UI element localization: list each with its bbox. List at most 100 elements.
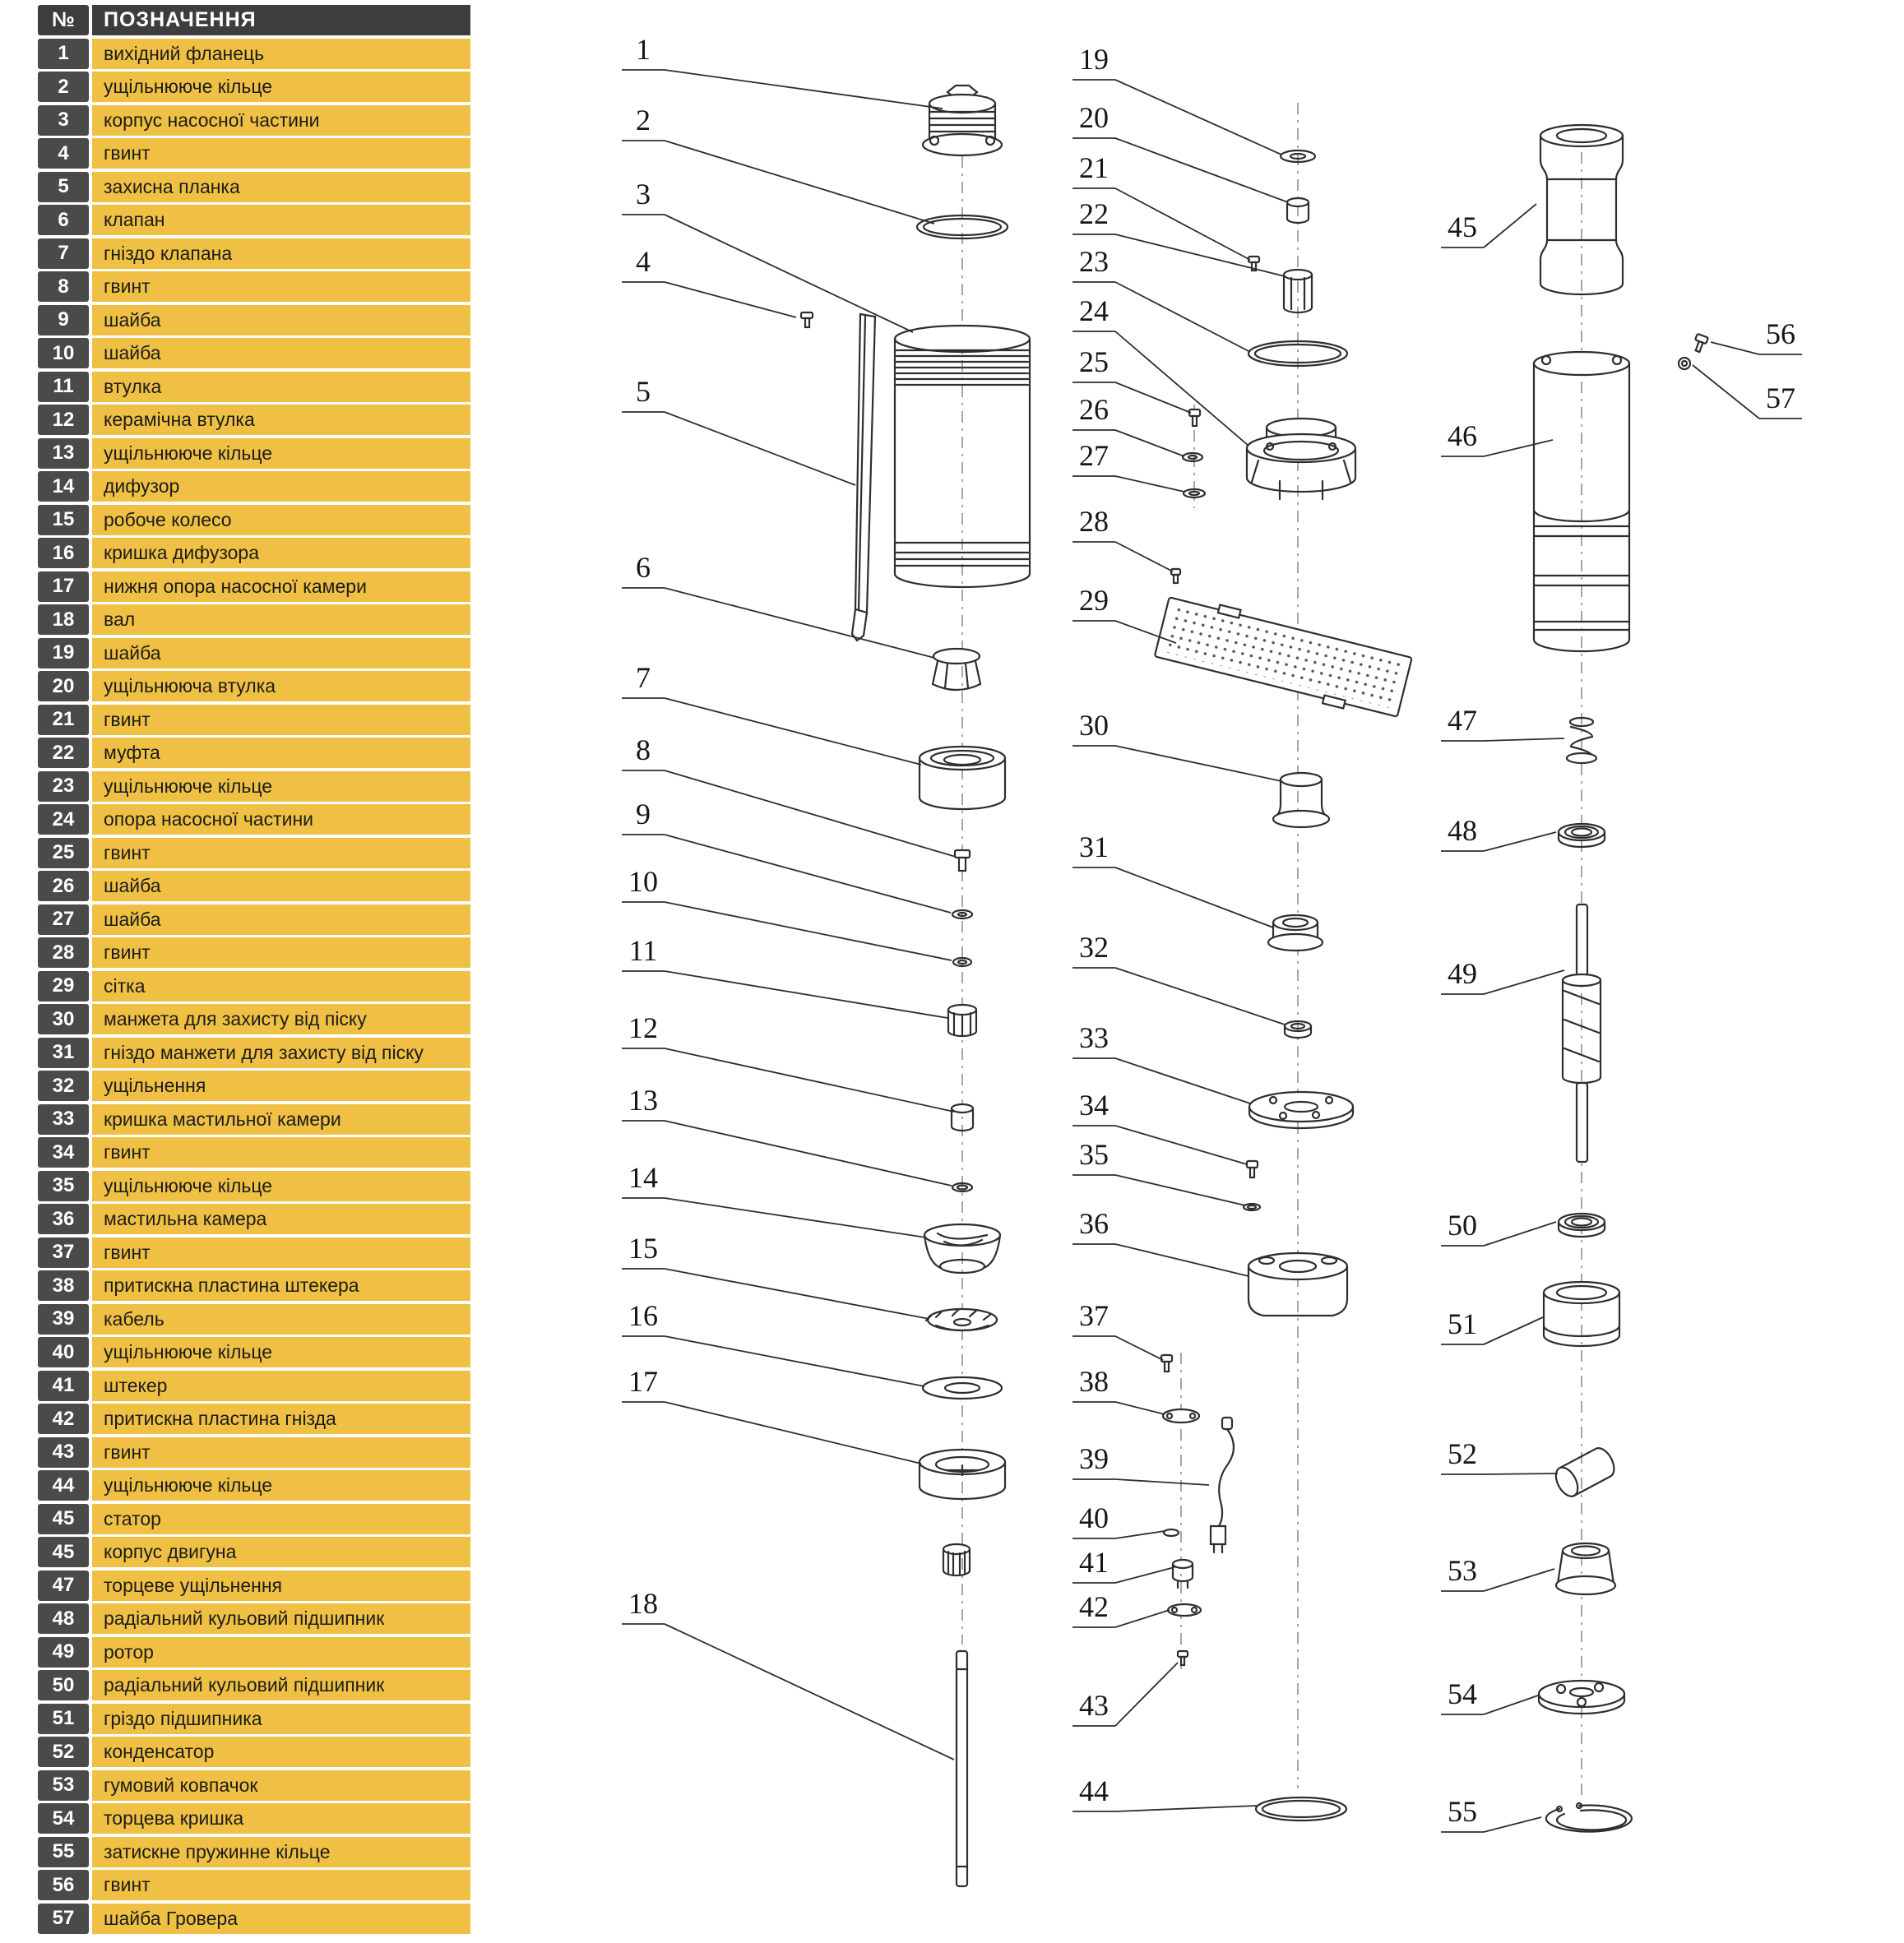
part-washer-26 <box>1181 451 1204 463</box>
part-bearing-50 <box>1557 1212 1606 1238</box>
row-number-badge: 44 <box>38 1470 89 1501</box>
row-designation: ротор <box>92 1636 470 1668</box>
callout-14: 14 <box>622 1161 927 1238</box>
part-washer-10 <box>952 956 973 968</box>
table-row: 17 нижня опора насосної камери <box>38 571 470 602</box>
part-plug-plate <box>1161 1408 1201 1424</box>
part-pump-support <box>1245 417 1357 501</box>
row-number-badge: 26 <box>38 871 89 901</box>
table-row: 3 корпус насосної частини <box>38 104 470 136</box>
part-oil-chamber-cover <box>1248 1090 1355 1130</box>
part-shaft <box>955 1649 969 1888</box>
callout-17: 17 <box>622 1365 922 1464</box>
row-designation: корпус двигуна <box>92 1537 470 1567</box>
row-number-badge: 53 <box>38 1770 89 1801</box>
row-designation: керамічна втулка <box>92 405 470 435</box>
svg-text:6: 6 <box>636 551 651 584</box>
callout-52: 52 <box>1441 1437 1559 1475</box>
row-designation: статор <box>92 1503 470 1534</box>
table-row: 24 опора насосної частини <box>38 804 470 835</box>
callout-54: 54 <box>1441 1677 1539 1715</box>
row-number-badge: 34 <box>38 1137 89 1168</box>
part-bearing-48 <box>1557 822 1606 849</box>
part-rotor <box>1561 903 1602 1163</box>
part-oring-35 <box>1242 1202 1262 1212</box>
part-screw-21 <box>1247 255 1261 272</box>
table-row: 42 притискна пластина гнізда <box>38 1404 470 1434</box>
row-designation: кришка дифузора <box>92 538 470 568</box>
table-row: 31 гніздо манжети для захисту від піску <box>38 1037 470 1068</box>
row-designation: конденсатор <box>92 1737 470 1767</box>
callout-57: 57 <box>1692 364 1802 419</box>
row-number-badge: 45 <box>38 1537 89 1567</box>
svg-text:47: 47 <box>1448 704 1477 737</box>
svg-text:46: 46 <box>1448 419 1477 452</box>
callout-4: 4 <box>622 245 797 318</box>
row-designation: ущільнююче кільце <box>92 1170 470 1201</box>
table-row: 39 кабель <box>38 1303 470 1335</box>
row-number-badge: 39 <box>38 1303 89 1335</box>
table-row: 41 штекер <box>38 1370 470 1401</box>
svg-text:15: 15 <box>628 1232 658 1265</box>
table-row: 37 гвинт <box>38 1237 470 1268</box>
callout-47: 47 <box>1441 704 1565 742</box>
row-designation: шайба <box>92 871 470 901</box>
svg-text:3: 3 <box>636 178 651 210</box>
row-designation: ущільнююче кільце <box>92 72 470 102</box>
callout-20: 20 <box>1072 101 1289 203</box>
parts-table-container: № ПОЗНАЧЕННЯ 1 вихідний фланець 2 ущільн… <box>38 5 470 1934</box>
row-number-badge: 41 <box>38 1370 89 1401</box>
callout-40: 40 <box>1072 1501 1165 1539</box>
part-bushing <box>947 1003 978 1038</box>
callout-56: 56 <box>1710 317 1802 355</box>
row-number-badge: 18 <box>38 604 89 635</box>
table-row: 47 торцеве ущільнення <box>38 1570 470 1601</box>
table-row: 54 торцева кришка <box>38 1803 470 1834</box>
part-bearing-seat <box>1542 1280 1621 1348</box>
callout-3: 3 <box>622 178 914 333</box>
callout-19: 19 <box>1072 43 1282 155</box>
row-number-badge: 55 <box>38 1836 89 1867</box>
svg-text:53: 53 <box>1448 1554 1477 1587</box>
part-oring-44 <box>1254 1796 1348 1822</box>
table-row: 38 притискна пластина штекера <box>38 1270 470 1301</box>
row-designation: опора насосної частини <box>92 804 470 835</box>
table-row: 45 статор <box>38 1503 470 1534</box>
svg-text:19: 19 <box>1079 43 1109 76</box>
part-spline-bushing <box>942 1543 971 1577</box>
row-number-badge: 8 <box>38 271 89 302</box>
callout-11: 11 <box>622 934 948 1019</box>
callout-26: 26 <box>1072 393 1185 457</box>
part-sand-sleeve <box>1272 771 1331 829</box>
svg-text:27: 27 <box>1079 439 1109 472</box>
part-capacitor <box>1554 1447 1615 1497</box>
table-row: 49 ротор <box>38 1636 470 1668</box>
row-designation: притискна пластина гнізда <box>92 1404 470 1434</box>
row-designation: нижня опора насосної камери <box>92 571 470 602</box>
row-designation: ущільнююче кільце <box>92 437 470 469</box>
svg-text:35: 35 <box>1079 1138 1109 1171</box>
row-number-badge: 27 <box>38 904 89 935</box>
part-screw-4 <box>799 311 814 329</box>
callout-31: 31 <box>1072 830 1274 928</box>
part-coupling <box>1282 268 1313 314</box>
svg-text:17: 17 <box>628 1365 658 1398</box>
table-row: 27 шайба <box>38 904 470 935</box>
part-screw-28 <box>1170 567 1182 585</box>
callout-53: 53 <box>1441 1554 1555 1592</box>
callout-30: 30 <box>1072 709 1282 782</box>
svg-text:54: 54 <box>1448 1677 1477 1710</box>
row-designation: гніздо клапана <box>92 238 470 269</box>
row-number-badge: 14 <box>38 471 89 502</box>
row-designation: втулка <box>92 371 470 402</box>
part-plug <box>1171 1558 1194 1589</box>
row-designation: ущільнення <box>92 1071 470 1101</box>
part-valve <box>931 647 982 692</box>
table-row: 43 гвинт <box>38 1436 470 1468</box>
table-row: 14 дифузор <box>38 471 470 502</box>
part-diffuser <box>923 1223 1002 1275</box>
part-screw-34 <box>1245 1159 1259 1179</box>
row-number-badge: 17 <box>38 571 89 602</box>
row-designation: гвинт <box>92 1237 470 1268</box>
svg-text:10: 10 <box>628 865 658 898</box>
